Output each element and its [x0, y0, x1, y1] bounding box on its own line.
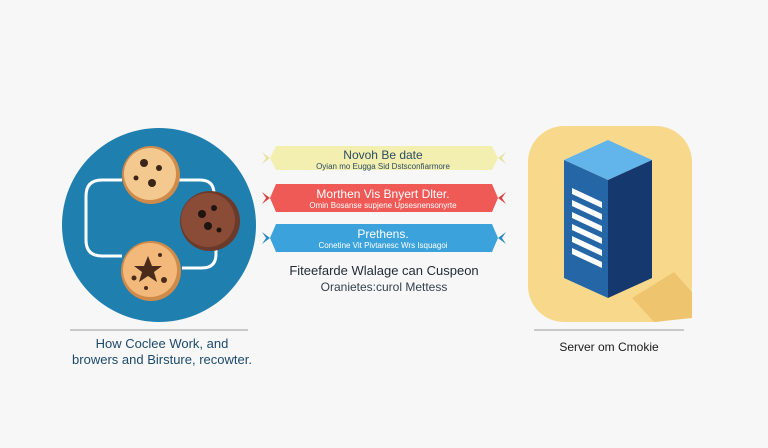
banner-shapes [262, 146, 506, 252]
cookies-illustration [84, 146, 240, 301]
banner-red-shape [270, 184, 498, 212]
banner-red-title: Morthen Vis Bnyert Dlter. [316, 187, 450, 201]
cookie-chocolate-icon [180, 191, 240, 251]
middle-caption-line1: Fiteefarde Wlalage can Cuspeon [289, 263, 479, 278]
left-caption-line2: browers and Birsture, recowter. [72, 352, 252, 367]
left-divider [70, 329, 248, 331]
banner-red-subtitle: Omin Bosanse supjene Upsesnensonyrte [309, 201, 457, 210]
banner-blue-subtitle: Conetine Vit Pivtanesc Wrs Isquagoi [318, 241, 448, 250]
cookie-bottom-icon [121, 241, 181, 301]
right-caption: Server om Cmokie [559, 340, 659, 354]
server-illustration [528, 126, 692, 322]
left-caption: How Coclee Work, and browers and Birstur… [62, 336, 262, 368]
banner-yellow-subtitle: Oyian mo Eugga Sid Dstsconfiarmore [316, 162, 450, 171]
cookie-top-icon [122, 146, 180, 204]
banner-yellow: Novoh Be date Oyian mo Eugga Sid Dstscon… [280, 148, 486, 172]
left-caption-line1: How Coclee Work, and [95, 336, 229, 351]
cookie-connector-bottom [182, 246, 218, 270]
middle-caption-line2: Oranietes:curol Mettess [320, 280, 448, 294]
middle-caption: Fiteefarde Wlalage can Cuspeon Oranietes… [262, 262, 506, 296]
banner-blue: Prethens. Conetine Vit Pivtanesc Wrs Isq… [280, 227, 486, 251]
right-divider [534, 329, 684, 331]
banner-yellow-title: Novoh Be date [343, 148, 423, 162]
banner-yellow-shape [270, 146, 498, 170]
banner-blue-shape [270, 224, 498, 252]
banner-red: Morthen Vis Bnyert Dlter. Omin Bosanse s… [280, 187, 486, 211]
cookie-connector-loop [84, 178, 122, 258]
server-shadow [632, 272, 692, 322]
server-icon [564, 140, 652, 298]
banner-blue-title: Prethens. [357, 227, 409, 241]
server-side-face [608, 160, 652, 298]
